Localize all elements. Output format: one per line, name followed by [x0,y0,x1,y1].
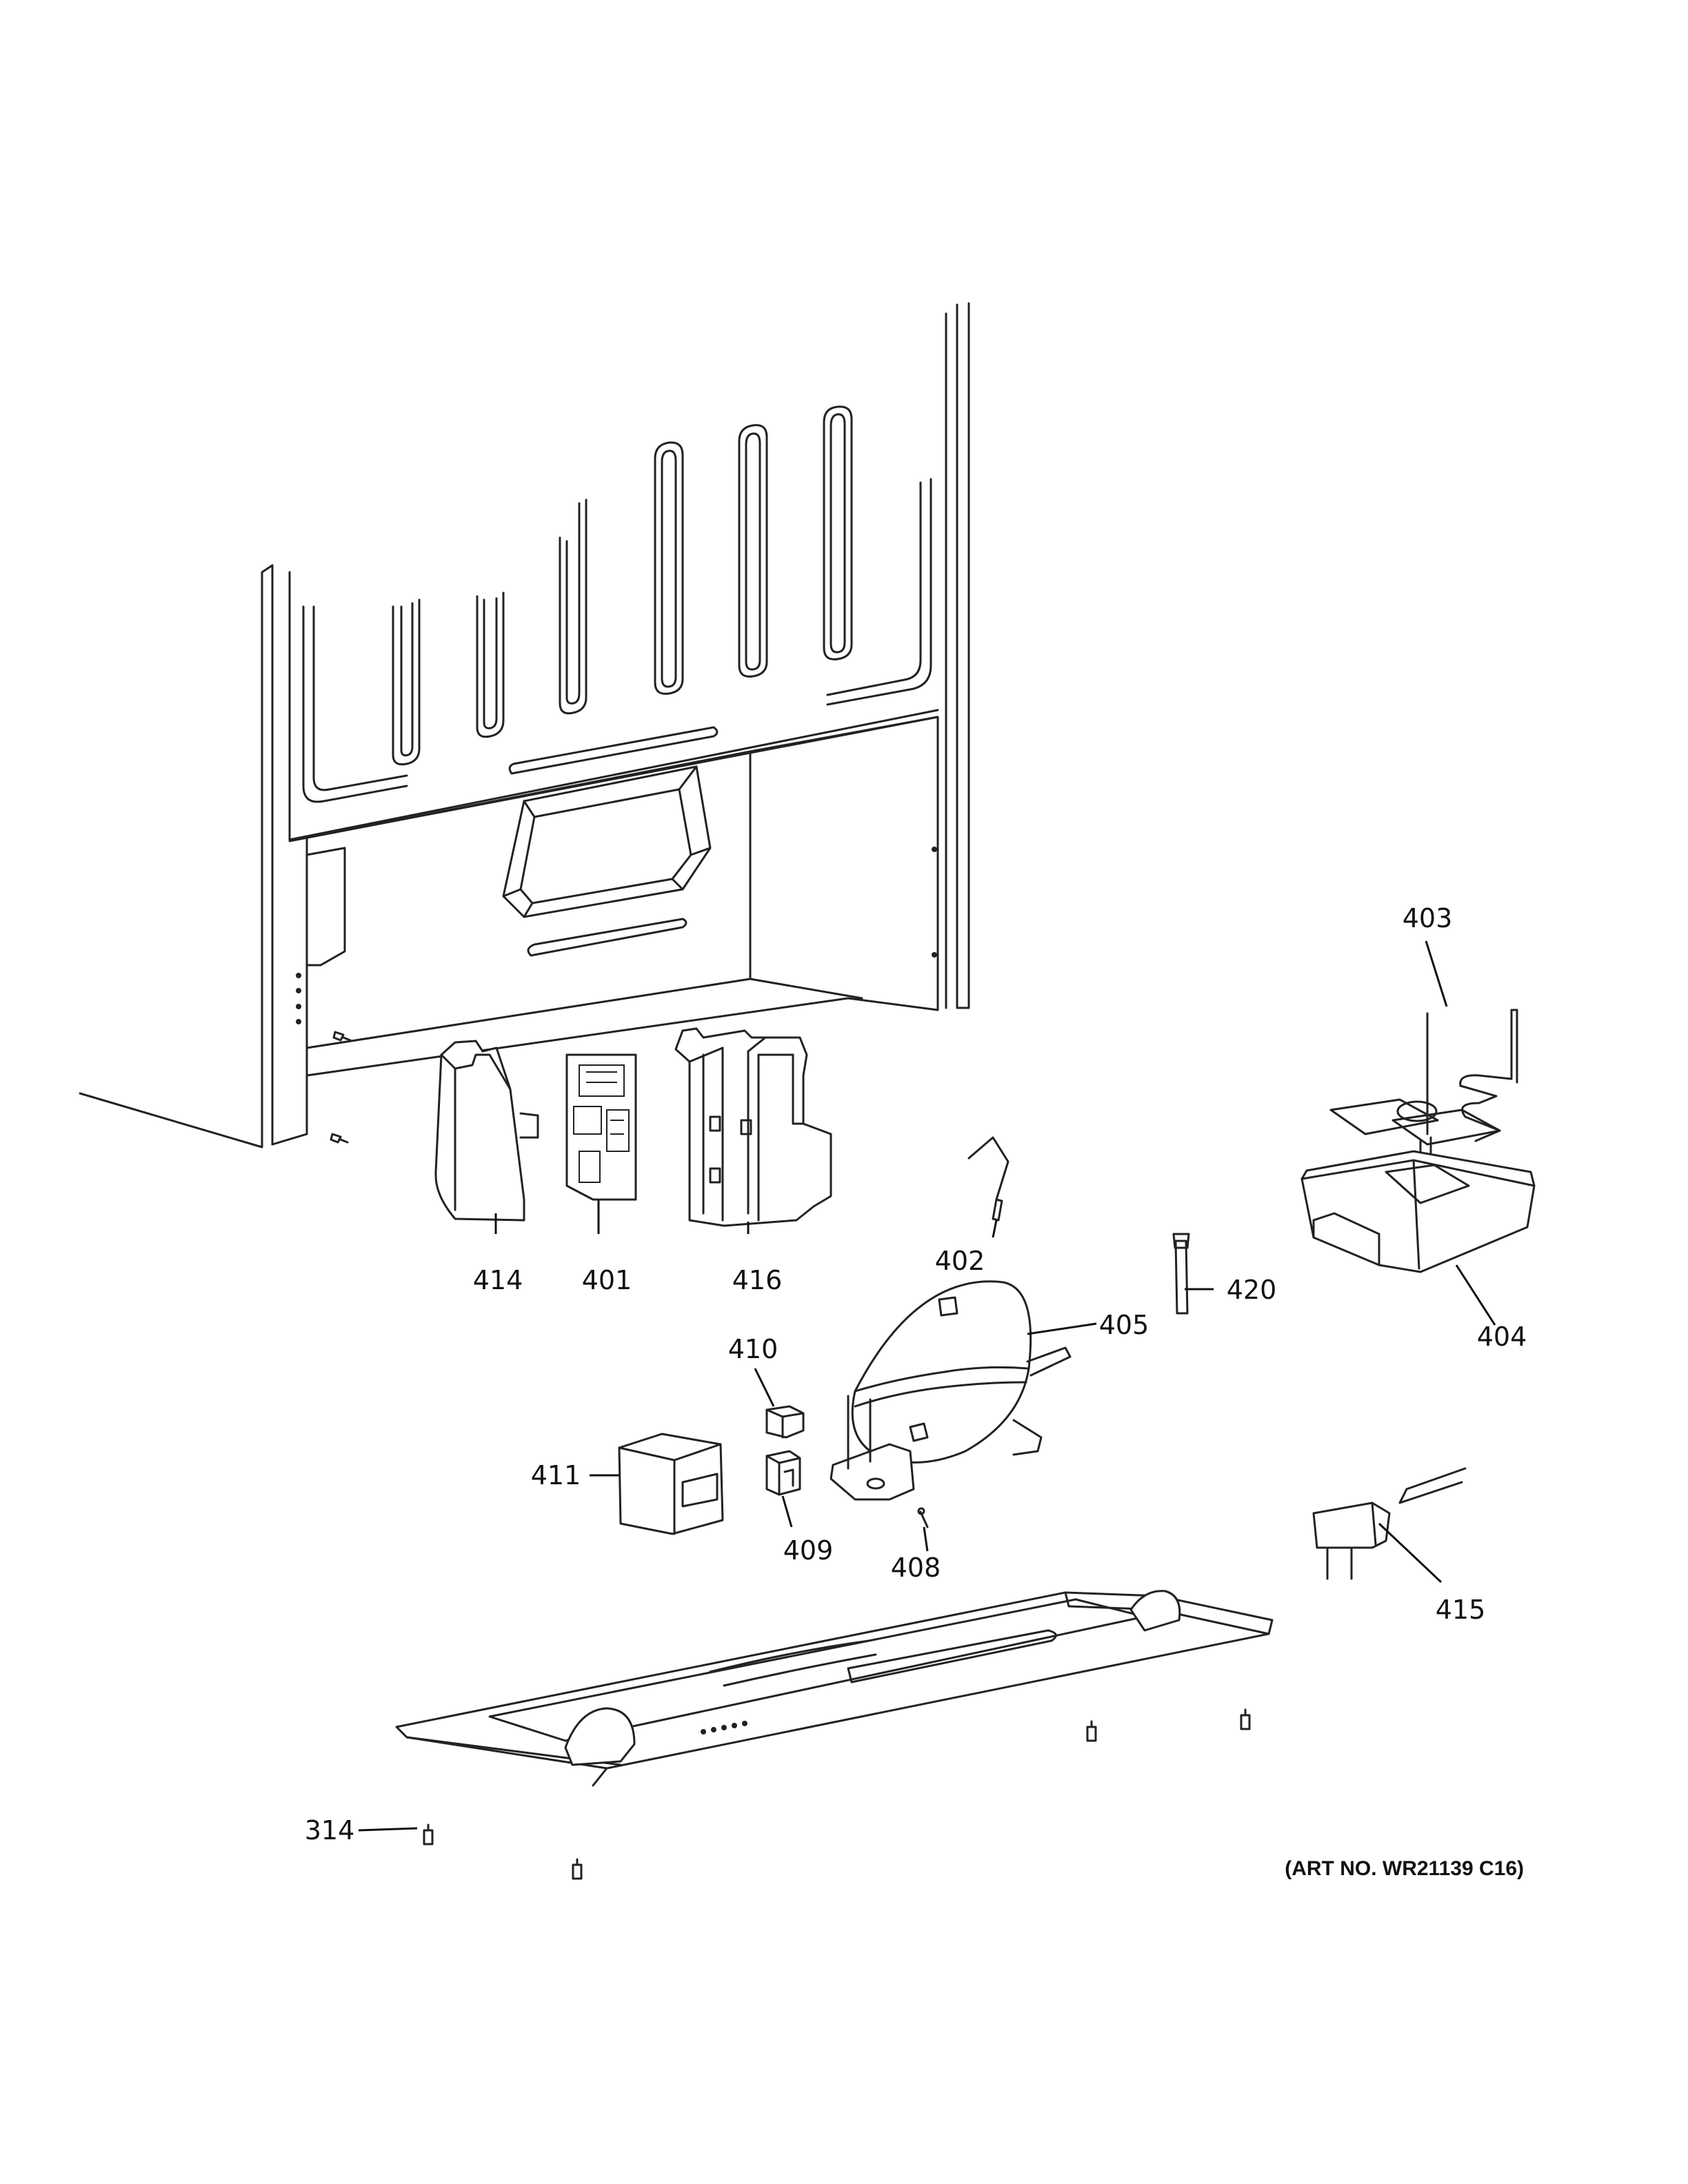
callout-314: 314 [305,1815,355,1846]
power-cord-part [1312,1467,1467,1580]
overload-part [765,1450,801,1496]
control-housing-part [674,1027,832,1227]
leader-lines [358,940,1496,1832]
callout-416: 416 [732,1265,783,1295]
dryer-tube-part [1172,1233,1190,1315]
callout-409: 409 [783,1535,834,1566]
callout-410: 410 [728,1334,778,1364]
compressor-part [830,1280,1072,1501]
callout-403: 403 [1403,903,1453,933]
control-board-part [565,1053,637,1201]
pin-part [917,1507,929,1528]
screw-icon [330,1031,352,1144]
callout-405: 405 [1099,1310,1149,1340]
thermistor-part [967,1136,1009,1222]
callout-404: 404 [1477,1322,1527,1352]
callout-401: 401 [582,1265,632,1295]
control-cover-part [434,1040,539,1222]
callout-labels: 414 401 416 402 403 404 405 420 410 411 … [305,903,1527,1880]
callout-415: 415 [1436,1595,1486,1625]
callout-402: 402 [935,1246,985,1276]
base-plate-part [395,1590,1274,1787]
callout-420: 420 [1227,1275,1277,1305]
art-number: (ART NO. WR21139 C16) [1285,1857,1524,1880]
screw-icon [423,1708,1251,1880]
callout-411: 411 [531,1460,581,1490]
cabinet-back-panel [79,302,970,1149]
relay-part [765,1405,805,1439]
drain-pan-part [1300,1150,1536,1273]
capacitor-part [618,1433,724,1535]
callout-414: 414 [473,1265,523,1295]
callout-408: 408 [891,1553,941,1583]
drain-heater-part [1329,1009,1518,1166]
